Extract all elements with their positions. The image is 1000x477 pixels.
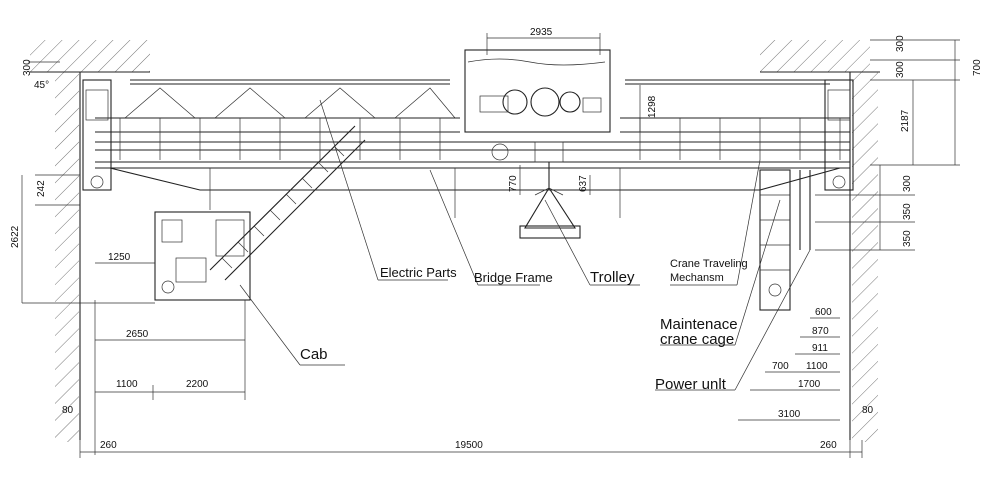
label-power-unit: Power unlt: [655, 376, 727, 393]
dim-r-600: 600: [815, 307, 832, 318]
dim-r-350a: 350: [902, 203, 913, 220]
right-wall: [760, 40, 880, 442]
label-electric-parts: Electric Parts: [380, 265, 457, 280]
dim-l-1100: 1100: [116, 379, 138, 390]
dim-l-242: 242: [36, 180, 47, 197]
dim-top-300: 300: [895, 35, 906, 52]
trolley: [464, 49, 611, 239]
dim-trolley-1298: 1298: [647, 95, 658, 118]
dim-b-260b: 260: [820, 440, 837, 451]
dim-l-80: 80: [62, 405, 74, 416]
dim-l-2622: 2622: [10, 225, 21, 248]
left-wall: [30, 40, 150, 442]
end-truck-right: [824, 79, 854, 191]
dim-b-19500: 19500: [455, 440, 483, 451]
dim-r-911: 911: [812, 343, 828, 354]
dim-l-2650: 2650: [126, 329, 149, 340]
dim-trolley-span: 2935: [530, 27, 553, 38]
dim-b-260a: 260: [100, 440, 117, 451]
label-maintenance-cage-1: Maintenace: [660, 316, 738, 333]
dim-r-700: 700: [772, 361, 789, 372]
end-truck-left: [82, 79, 112, 191]
label-bridge-frame: Bridge Frame: [474, 270, 553, 285]
label-cab: Cab: [300, 346, 328, 363]
dimension-lines: [21, 33, 960, 458]
dim-l-2200: 2200: [186, 379, 209, 390]
dim-top-300b: 300: [895, 61, 906, 78]
dim-l-45: 45°: [34, 80, 49, 91]
dim-r-870: 870: [812, 326, 829, 337]
dim-h-2187: 2187: [900, 109, 911, 132]
leader-lines: [239, 99, 811, 391]
label-trolley: Trolley: [590, 269, 635, 286]
dim-r-3100: 3100: [778, 409, 801, 420]
dim-r-300: 300: [902, 175, 913, 192]
dim-l-300: 300: [22, 59, 33, 76]
dim-637: 637: [578, 175, 589, 192]
maintenance-cage: [759, 169, 811, 311]
label-maintenance-cage-2: crane cage: [660, 331, 734, 348]
dim-r-350b: 350: [902, 230, 913, 247]
dim-770: 770: [508, 175, 519, 192]
dim-h-700: 700: [972, 59, 983, 76]
label-crane-traveling-1: Crane Traveling: [670, 258, 748, 270]
dim-r-80: 80: [862, 405, 874, 416]
operator-cab: [154, 211, 251, 301]
access-stairs: [209, 125, 366, 281]
dim-r-1700: 1700: [798, 379, 821, 390]
bridge-frame: [95, 79, 850, 218]
dim-l-1250: 1250: [108, 252, 131, 263]
label-crane-traveling-2: Mechansm: [670, 272, 724, 284]
dim-r-1100: 1100: [806, 361, 828, 372]
